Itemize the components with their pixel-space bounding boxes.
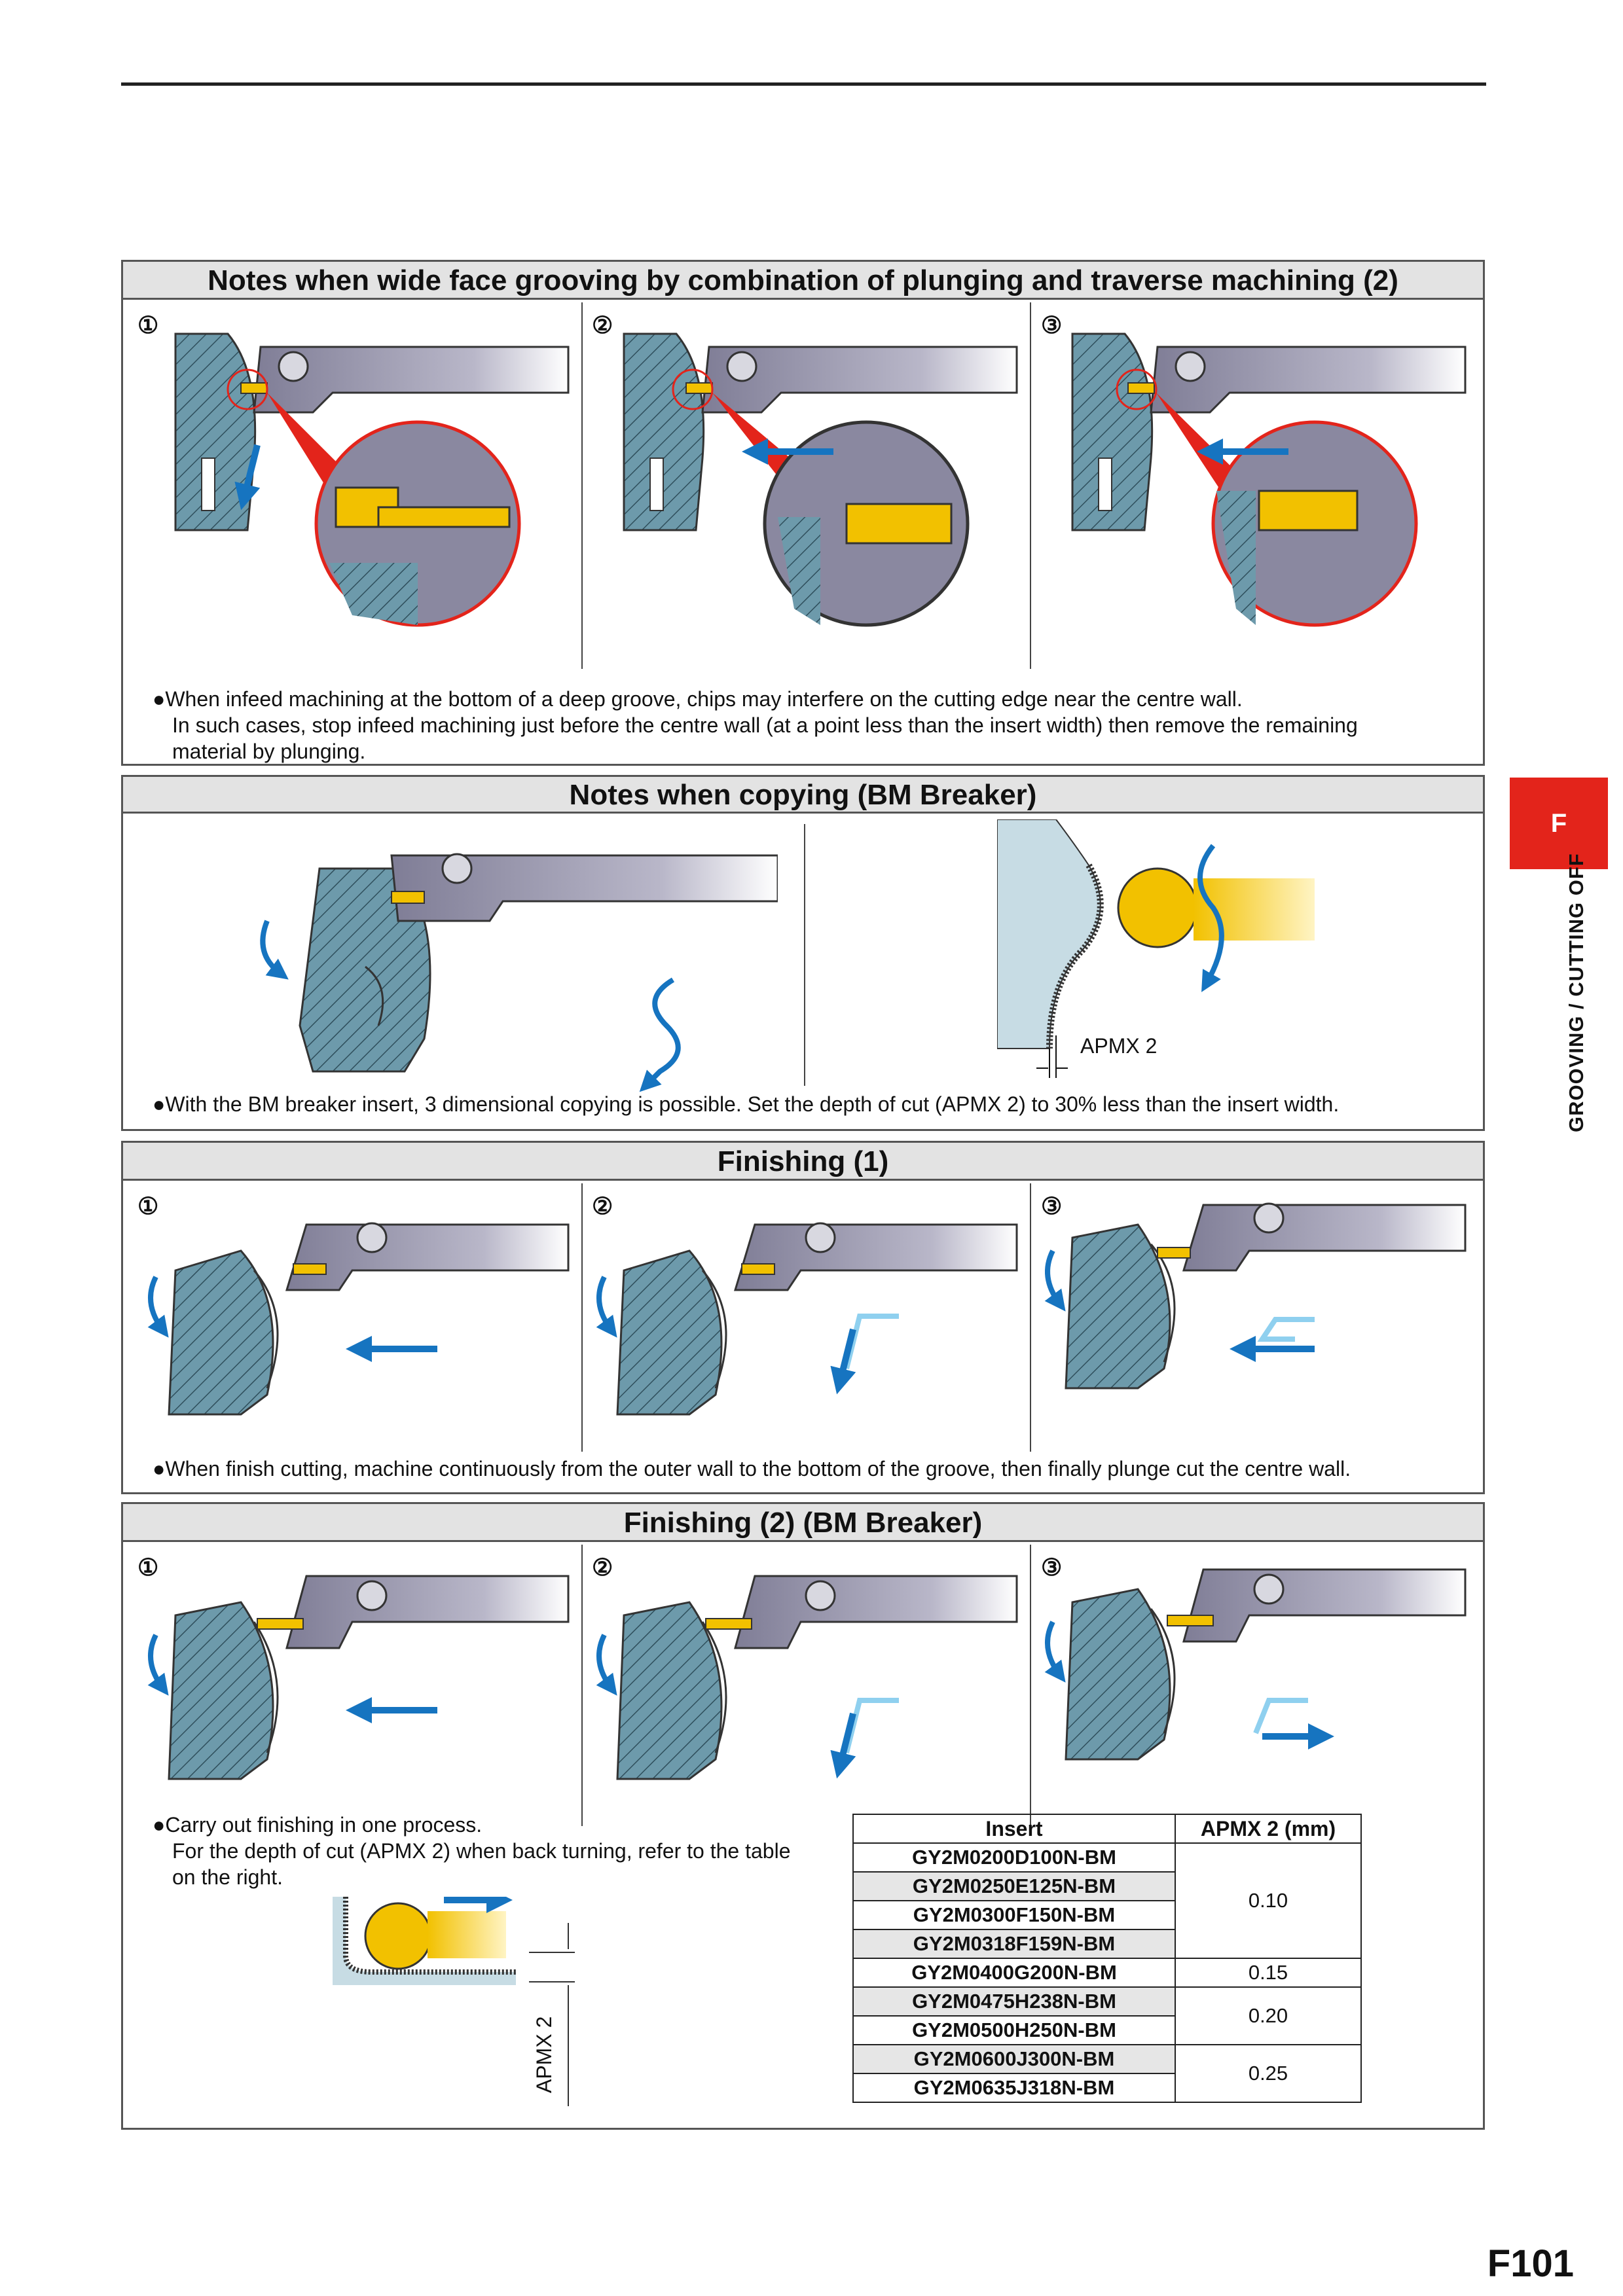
panel-divider	[581, 1545, 583, 1826]
table-row: GY2M0300F150N-BM	[852, 1900, 1361, 1930]
finishing1-figure-3	[1044, 1202, 1467, 1390]
panel-divider	[1030, 1183, 1031, 1452]
note-line: ●When infeed machining at the bottom of …	[153, 687, 1243, 711]
back-turning-figure	[333, 1897, 575, 2106]
finishing2-figure-3	[1044, 1568, 1467, 1761]
apmx2-value: 0.10	[1175, 1842, 1362, 1959]
step-number: ③	[1041, 1193, 1063, 1219]
section-wide-face-grooving: Notes when wide face grooving by combina…	[121, 260, 1485, 766]
top-rule	[121, 82, 1486, 86]
finishing2-figure-1	[147, 1575, 570, 1780]
section-title: Notes when wide face grooving by combina…	[123, 262, 1483, 300]
apmx2-value: 0.15	[1175, 1958, 1362, 1988]
step-number: ①	[137, 1554, 159, 1581]
insert-code: GY2M0318F159N-BM	[852, 1929, 1176, 1959]
insert-code: GY2M0300F150N-BM	[852, 1900, 1176, 1930]
apmx2-label: APMX 2	[532, 2016, 556, 2093]
panel-divider	[581, 1183, 583, 1452]
panel-divider	[1030, 1545, 1031, 1826]
table-row: GY2M0250E125N-BM	[852, 1871, 1361, 1901]
note-text: ●Carry out finishing in one process. For…	[153, 1812, 791, 1890]
apmx2-value: 0.20	[1175, 1986, 1362, 2045]
table-header-row: Insert APMX 2 (mm)	[852, 1814, 1362, 1844]
step-number: ②	[592, 1193, 613, 1219]
chapter-label: GROOVING / CUTTING OFF	[1545, 853, 1588, 1152]
table-row: GY2M0200D100N-BM 0.10	[852, 1842, 1362, 1959]
step-number: ①	[137, 312, 159, 338]
note-line: on the right.	[172, 1865, 283, 1889]
note-line: For the depth of cut (APMX 2) when back …	[172, 1839, 791, 1863]
panel-divider	[1030, 302, 1031, 669]
step-number: ②	[592, 1554, 613, 1581]
apmx2-label: APMX 2	[1080, 1034, 1158, 1058]
section-copying: Notes when copying (BM Breaker) APMX 2 ●…	[121, 775, 1485, 1131]
chapter-label-text: GROOVING / CUTTING OFF	[1565, 853, 1588, 1132]
grooving-figure-2	[623, 332, 1018, 627]
insert-code: GY2M0200D100N-BM	[852, 1842, 1176, 1873]
table-row: GY2M0600J300N-BM 0.25	[852, 2044, 1362, 2103]
step-number: ①	[137, 1193, 159, 1219]
table-header: APMX 2 (mm)	[1175, 1814, 1362, 1844]
copying-figure	[260, 853, 778, 1092]
insert-code: GY2M0250E125N-BM	[852, 1871, 1176, 1901]
grooving-figure-3	[1071, 332, 1467, 627]
note-text: ●When finish cutting, machine continuous…	[153, 1457, 1351, 1480]
apmx2-table: Insert APMX 2 (mm) GY2M0200D100N-BM 0.10…	[852, 1814, 1362, 2103]
step-number: ③	[1041, 312, 1063, 338]
note-line: material by plunging.	[172, 740, 366, 763]
copying-detail-figure	[997, 819, 1315, 1078]
step-number: ③	[1041, 1554, 1063, 1581]
table-row: GY2M0400G200N-BM 0.15	[852, 1958, 1362, 1988]
note-line: In such cases, stop infeed machining jus…	[172, 713, 1358, 737]
finishing2-figure-2	[596, 1575, 1018, 1780]
apmx2-value: 0.25	[1175, 2044, 1362, 2103]
grooving-figure-1	[174, 332, 570, 627]
note-text: ●With the BM breaker insert, 3 dimension…	[153, 1092, 1340, 1116]
insert-code: GY2M0475H238N-BM	[852, 1986, 1176, 2017]
finishing1-figure-2	[596, 1222, 1018, 1416]
panel-divider	[804, 824, 805, 1086]
table-row: GY2M0318F159N-BM	[852, 1929, 1361, 1959]
note-text: ●When infeed machining at the bottom of …	[153, 686, 1358, 764]
page-number: F101	[1487, 2242, 1574, 2285]
section-finishing-1: Finishing (1) ① ② ③ ●When finish cutting…	[121, 1141, 1485, 1494]
insert-code: GY2M0635J318N-BM	[852, 2073, 1176, 2103]
table-row: GY2M0635J318N-BM	[852, 2073, 1361, 2103]
insert-code: GY2M0500H250N-BM	[852, 2015, 1176, 2045]
section-title: Finishing (1)	[123, 1143, 1483, 1181]
chapter-tab[interactable]: F	[1510, 778, 1608, 869]
table-row: GY2M0475H238N-BM 0.20	[852, 1986, 1362, 2045]
insert-code: GY2M0400G200N-BM	[852, 1958, 1176, 1988]
panel-divider	[581, 302, 583, 669]
note-line: ●Carry out finishing in one process.	[153, 1813, 483, 1837]
apmx2-vertical-label: APMX 2	[532, 2017, 558, 2100]
table-row: GY2M0500H250N-BM	[852, 2015, 1361, 2045]
section-title: Finishing (2) (BM Breaker)	[123, 1504, 1483, 1542]
finishing1-figure-1	[147, 1222, 570, 1416]
section-title: Notes when copying (BM Breaker)	[123, 777, 1483, 814]
step-number: ②	[592, 312, 613, 338]
insert-code: GY2M0600J300N-BM	[852, 2044, 1176, 2074]
table-header: Insert	[852, 1814, 1176, 1844]
